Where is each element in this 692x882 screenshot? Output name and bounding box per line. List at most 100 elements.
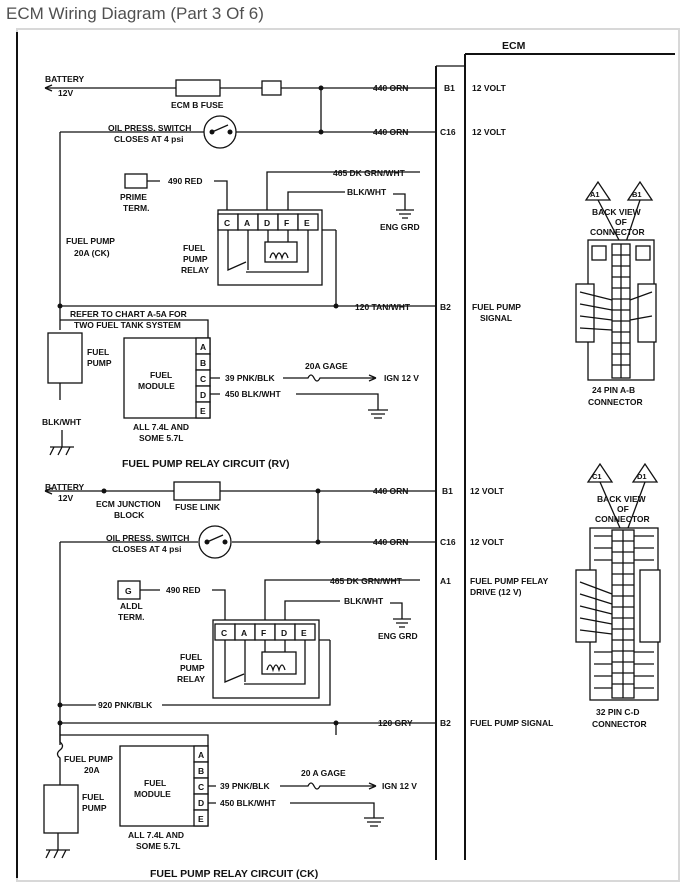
- ck-ops-label: OIL PRESS. SWITCH: [106, 533, 189, 543]
- pin-a1-label-2: DRIVE (12 V): [470, 587, 522, 597]
- rv-eng-grd: ENG GRD: [380, 222, 420, 232]
- ck-wire-39: 39 PNK/BLK: [220, 781, 270, 791]
- pin-ck-b2-label: FUEL PUMP SIGNAL: [470, 718, 553, 728]
- rv-prime-term: [124, 173, 148, 189]
- rv-prime-label-2: TERM.: [123, 203, 149, 213]
- rv-ign: IGN 12 V: [384, 373, 419, 383]
- rv-pump-ground-wire: BLK/WHT: [42, 417, 82, 427]
- ck-wire-465: 465 DK GRN/WHT: [330, 576, 403, 586]
- diagram-frame: [16, 28, 680, 882]
- ck-aldl-label-2: TERM.: [118, 612, 144, 622]
- ck-ign: IGN 12 V: [382, 781, 417, 791]
- ck-relay-pin-f: F: [261, 628, 266, 638]
- ck-aldl-label: ALDL: [120, 601, 143, 611]
- ck-relay-pin-a: A: [241, 628, 247, 638]
- connector-cd-name-2: CONNECTOR: [592, 719, 647, 729]
- connector-ab-connector: CONNECTOR: [590, 227, 645, 237]
- ck-fp-fuse-label: FUEL PUMP: [64, 754, 113, 764]
- rv-pump-label: FUEL: [87, 347, 109, 357]
- rv-wire-450: 450 BLK/WHT: [225, 389, 282, 399]
- pin-ck-b2: B2: [440, 718, 451, 728]
- rv-module-pin-c: C: [200, 374, 206, 384]
- ck-wire-450: 450 BLK/WHT: [220, 798, 277, 808]
- ck-relay-pin-e: E: [301, 628, 307, 638]
- rv-refer-note: REFER TO CHART A-5A FOR: [70, 309, 187, 319]
- connector-ab-tri-right: B1: [632, 190, 642, 199]
- ck-battery-voltage: 12V: [58, 493, 73, 503]
- pin-a1: A1: [440, 576, 451, 586]
- ck-relay-pin-d: D: [281, 628, 287, 638]
- ecm-title: ECM: [502, 40, 526, 52]
- ck-circuit: BATTERY 12V ECM JUNCTION BLOCK FUSE LINK…: [43, 481, 553, 880]
- rv-fuse-block: [261, 80, 282, 96]
- ck-fuel-module: [119, 745, 209, 827]
- connector-ab-pins: [579, 243, 653, 379]
- ck-oil-switch: [198, 525, 232, 559]
- rv-module-label-2: MODULE: [138, 381, 175, 391]
- page-title: ECM Wiring Diagram (Part 3 Of 6): [0, 0, 692, 28]
- rv-relay-pin-e: E: [304, 218, 310, 228]
- rv-module-label: FUEL: [150, 370, 172, 380]
- rv-module-pin-b: B: [200, 358, 206, 368]
- ck-relay-pin-c: C: [221, 628, 227, 638]
- ck-fuselink-label: FUSE LINK: [175, 502, 221, 512]
- rv-relay-label-3: RELAY: [181, 265, 209, 275]
- pin-b1-label: 12 VOLT: [472, 83, 507, 93]
- rv-fp-fuse-label: FUEL PUMP: [66, 236, 115, 246]
- rv-ops-label-2: CLOSES AT 4 psi: [114, 134, 183, 144]
- pin-ck-b1-label: 12 VOLT: [470, 486, 505, 496]
- ck-module-pin-b: B: [198, 766, 204, 776]
- pin-b2-label: FUEL PUMP: [472, 302, 521, 312]
- ck-junction: ECM JUNCTION: [96, 499, 161, 509]
- rv-wire-120: 120 TAN/WHT: [355, 302, 411, 312]
- ck-wire-440-bat: 440 ORN: [373, 486, 408, 496]
- connector-ab-name-2: CONNECTOR: [588, 397, 643, 407]
- rv-fp-fuse-rating: 20A (CK): [74, 248, 110, 258]
- ck-relay-label-1: FUEL: [180, 652, 202, 662]
- rv-refer-note-2: TWO FUEL TANK SYSTEM: [74, 320, 181, 330]
- ck-relay-label-2: PUMP: [180, 663, 205, 673]
- ck-module-label: FUEL: [144, 778, 166, 788]
- pin-c16: C16: [440, 127, 456, 137]
- ck-note-1: ALL 7.4L AND: [128, 830, 184, 840]
- rv-relay-label-1: FUEL: [183, 243, 205, 253]
- rv-relay-pin-a: A: [244, 218, 250, 228]
- rv-relay-pin-f: F: [284, 218, 289, 228]
- rv-fuel-pump: [47, 332, 83, 384]
- pin-c16-label: 12 VOLT: [472, 127, 507, 137]
- connector-cd-name: 32 PIN C-D: [596, 707, 639, 717]
- rv-wire-39: 39 PNK/BLK: [225, 373, 275, 383]
- rv-pump-label-2: PUMP: [87, 358, 112, 368]
- pin-ck-c16: C16: [440, 537, 456, 547]
- ck-eng-grd: ENG GRD: [378, 631, 418, 641]
- rv-note-1: ALL 7.4L AND: [133, 422, 189, 432]
- connector-cd-pins: [579, 529, 654, 699]
- ck-pump-label-2: PUMP: [82, 803, 107, 813]
- pin-b1: B1: [444, 83, 455, 93]
- pin-ck-b1: B1: [442, 486, 453, 496]
- ck-pump-label: FUEL: [82, 792, 104, 802]
- rv-wire-490: 490 RED: [168, 176, 203, 186]
- rv-relay-pin-c: C: [224, 218, 230, 228]
- rv-gage: 20A GAGE: [305, 361, 348, 371]
- pin-a1-label: FUEL PUMP FELAY: [470, 576, 549, 586]
- rv-wire-440-ops: 440 ORN: [373, 127, 408, 137]
- rv-module-pin-e: E: [200, 406, 206, 416]
- connector-cd-of: OF: [617, 504, 629, 514]
- ck-wire-blkwht: BLK/WHT: [344, 596, 384, 606]
- connector-ab-name: 24 PIN A-B: [592, 385, 635, 395]
- ck-aldl-g: G: [125, 586, 132, 596]
- ck-relay-label-3: RELAY: [177, 674, 205, 684]
- rv-wire-440-bat: 440 ORN: [373, 83, 408, 93]
- connector-ab: A1 B1 BACK VIEW OF CONNECTOR 24 PIN A-B …: [575, 180, 657, 407]
- ck-fuse-link: [173, 481, 221, 501]
- rv-battery-label: BATTERY: [45, 74, 85, 84]
- connector-ab-back: BACK VIEW: [592, 207, 642, 217]
- ck-fp-fuse-rating: 20A: [84, 765, 100, 775]
- pin-ck-c16-label: 12 VOLT: [470, 537, 505, 547]
- rv-note-2: SOME 5.7L: [139, 433, 183, 443]
- rv-module-pin-d: D: [200, 390, 206, 400]
- ck-fuel-pump: [43, 784, 79, 834]
- connector-cd-tri-left: C1: [592, 472, 602, 481]
